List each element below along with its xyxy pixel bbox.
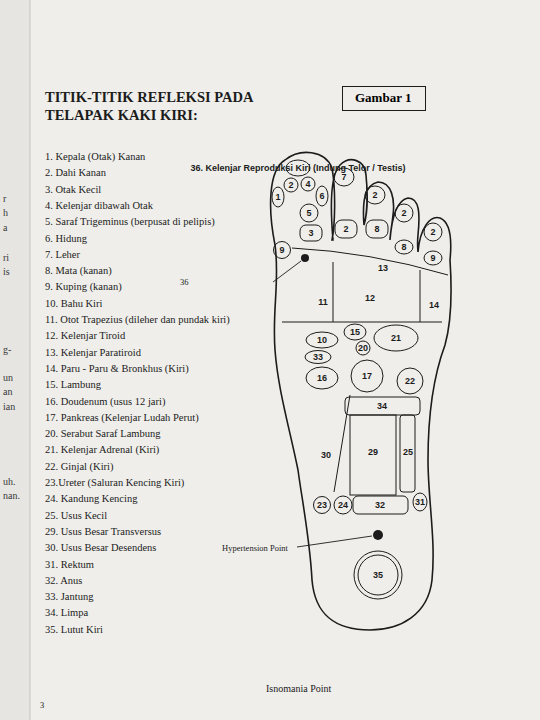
callout-number: 2 xyxy=(372,190,377,200)
callout-number: 8 xyxy=(374,224,379,234)
page-edge xyxy=(30,0,31,720)
callout-number: 20 xyxy=(358,343,368,353)
margin-fragment: ri xyxy=(3,252,9,263)
callout-number: 8 xyxy=(401,242,406,252)
legend-entry: 33. Jantung xyxy=(45,590,297,603)
margin-fragment: uh. xyxy=(3,476,16,487)
margin-fragment: r xyxy=(3,193,6,204)
label: 3 xyxy=(40,700,44,710)
callout-number: 33 xyxy=(313,352,323,362)
legend-entry: 22. Ginjal (Kiri) xyxy=(45,460,297,473)
callout-number: 2 xyxy=(401,208,406,218)
callout-number: 23 xyxy=(317,500,327,510)
callout-number: 29 xyxy=(368,447,378,457)
callout-number: 9 xyxy=(279,245,284,255)
legend-entry: 20. Serabut Saraf Lambung xyxy=(45,427,297,440)
callout-number: 24 xyxy=(338,500,348,510)
margin-fragment: ian xyxy=(3,401,15,412)
callout-number: 13 xyxy=(378,263,388,273)
legend-entry: 10. Bahu Kiri xyxy=(45,297,297,310)
margin-fragment: un xyxy=(3,372,13,383)
callout-number: 25 xyxy=(403,447,413,457)
legend-entry: 1. Kepala (Otak) Kanan xyxy=(45,150,297,163)
legend-entry: 21. Kelenjar Adrenal (Kiri) xyxy=(45,443,297,456)
legend-entry: 24. Kandung Kencing xyxy=(45,492,297,505)
callout-number: 32 xyxy=(375,500,385,510)
callout-number: 7 xyxy=(341,172,346,182)
callout-number: 22 xyxy=(405,376,415,386)
callout-number: 4 xyxy=(305,179,310,189)
callout-number: 6 xyxy=(319,191,324,201)
paper xyxy=(30,0,540,720)
callout-number: 21 xyxy=(391,333,401,343)
callout-number: 17 xyxy=(362,371,372,381)
page-number: Isnomania Point xyxy=(266,683,331,694)
legend-entry: 12. Kelenjar Tiroid xyxy=(45,329,297,342)
callout-number: 2 xyxy=(288,180,293,190)
callout-number: 16 xyxy=(317,373,327,383)
callout-number: 2 xyxy=(430,227,435,237)
callout-number: 11 xyxy=(318,297,328,307)
legend-entry: 5. Saraf Trigeminus (berpusat di pelipis… xyxy=(45,215,297,228)
margin-fragment: nan. xyxy=(3,490,20,501)
callout-number: 30 xyxy=(321,450,331,460)
acupoints xyxy=(273,254,383,547)
margin-fragment: an xyxy=(3,386,12,397)
callout-number: 5 xyxy=(306,208,311,218)
legend-entry: 23.Ureter (Saluran Kencing Kiri) xyxy=(45,476,297,489)
margin-fragment: a xyxy=(3,222,7,233)
foot-outline xyxy=(271,152,452,630)
legend-entry: 13. Kelenjar Paratiroid xyxy=(45,346,297,359)
callout-number: 31 xyxy=(415,497,425,507)
callout-number: 12 xyxy=(365,293,375,303)
reflex-zones xyxy=(272,160,448,599)
callout-number: 36. Kelenjar Reproduksi Kiri (Indung Tel… xyxy=(190,163,405,173)
legend-entry: 17. Pankreas (Kelenjar Ludah Perut) xyxy=(45,411,297,424)
point-label: 36 xyxy=(180,277,189,287)
callout-number: 15 xyxy=(350,327,360,337)
point-label: Hypertension Point xyxy=(222,543,288,553)
legend-entry: 4. Kelenjar dibawah Otak xyxy=(45,199,297,212)
callout-number: 10 xyxy=(317,335,327,345)
callout-number: 35 xyxy=(373,570,383,580)
figure-label: Gambar 1 xyxy=(355,90,411,106)
legend-entry: 25. Usus Kecil xyxy=(45,509,297,522)
legend-entry: 14. Paru - Paru & Bronkhus (Kiri) xyxy=(45,362,297,375)
callout-number: 1 xyxy=(275,192,280,202)
margin-fragment: h xyxy=(3,207,8,218)
callout-number: 2 xyxy=(343,224,348,234)
callout-number: 14 xyxy=(429,300,439,310)
callout-number: 3 xyxy=(308,228,313,238)
page-title: TITIK-TITIK REFLEKSI PADA TELAPAK KAKI K… xyxy=(45,88,313,124)
legend-entry: 7. Leher xyxy=(45,248,297,261)
callout-number: 34 xyxy=(377,401,387,411)
legend-entry: 32. Anus xyxy=(45,574,297,587)
margin-fragment: g- xyxy=(3,344,11,355)
callout-number: 9 xyxy=(430,253,435,263)
margin-fragment: is xyxy=(3,266,10,277)
figure-label-box: Gambar 1 xyxy=(342,86,426,111)
legend-entry: 3. Otak Kecil xyxy=(45,183,297,196)
legend-entry: 16. Doudenum (usus 12 jari) xyxy=(45,395,297,408)
legend-entry: 35. Lutut Kiri xyxy=(45,623,230,636)
legend-entry: 34. Limpa xyxy=(45,606,297,619)
legend-entry: 29. Usus Besar Transversus xyxy=(45,525,297,538)
legend-entry: 9. Kuping (kanan) xyxy=(45,280,297,293)
legend-entry: 31. Rektum xyxy=(45,558,297,571)
legend-entry: 6. Hidung xyxy=(45,232,297,245)
legend-entry: 11. Otot Trapezius (dileher dan pundak k… xyxy=(45,313,297,326)
legend-entry: 8. Mata (kanan) xyxy=(45,264,297,277)
legend-entry: 15. Lambung xyxy=(45,378,297,391)
